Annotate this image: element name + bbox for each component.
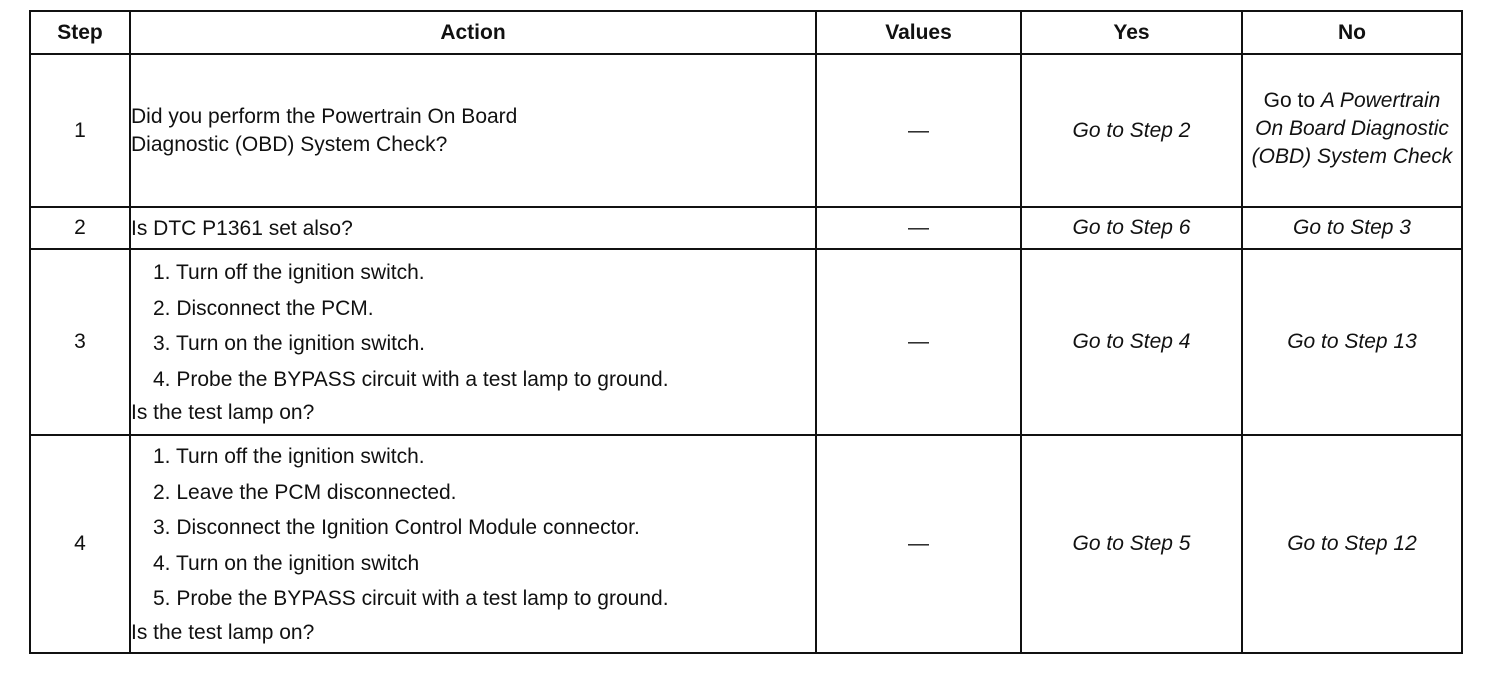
table-row: 3 1. Turn off the ignition switch. 2. Di… (29, 248, 1463, 436)
step-number: 1 (29, 53, 131, 208)
substep-list: 1. Turn off the ignition switch. 2. Leav… (131, 439, 815, 617)
substep-item: 1. Turn off the ignition switch. (153, 445, 425, 469)
yes-link[interactable]: Go to Step 5 (1020, 434, 1243, 654)
no-link[interactable]: Go to Step 13 (1241, 248, 1463, 436)
yes-link[interactable]: Go to Step 4 (1020, 248, 1243, 436)
no-link[interactable]: Go to Step 3 (1241, 206, 1463, 250)
header-no: No (1241, 10, 1463, 55)
values-cell: — (815, 434, 1022, 654)
step-number: 2 (29, 206, 131, 250)
substep-item: 5. Probe the BYPASS circuit with a test … (153, 587, 669, 611)
action-cell: 1. Turn off the ignition switch. 2. Disc… (129, 248, 817, 436)
step-number: 4 (29, 434, 131, 654)
yes-link[interactable]: Go to Step 6 (1020, 206, 1243, 250)
header-step: Step (29, 10, 131, 55)
action-cell: Is DTC P1361 set also? (129, 206, 817, 250)
question-text: Is the test lamp on? (131, 620, 315, 644)
header-action: Action (129, 10, 817, 55)
substep-item: 4. Probe the BYPASS circuit with a test … (153, 367, 669, 391)
no-link[interactable]: Go to Step 12 (1241, 434, 1463, 654)
substep-item: 3. Turn on the ignition switch. (153, 332, 425, 355)
substep-item: 1. Turn off the ignition switch. (153, 261, 425, 284)
yes-link[interactable]: Go to Step 2 (1020, 53, 1243, 208)
no-link-prefix: Go to (1263, 88, 1321, 112)
header-yes: Yes (1020, 10, 1243, 55)
action-text-line: Did you perform the Powertrain On Board (131, 104, 518, 128)
table-row: 4 1. Turn off the ignition switch. 2. Le… (29, 434, 1463, 654)
question-text: Is the test lamp on? (131, 401, 315, 424)
values-cell: — (815, 206, 1022, 250)
no-link-target: A Powertrain On Board Diagnostic (OBD) S… (1251, 88, 1453, 168)
table-row: 1 Did you perform the Powertrain On Boar… (29, 53, 1463, 208)
values-cell: — (815, 248, 1022, 436)
table-row: 2 Is DTC P1361 set also? — Go to Step 6 … (29, 206, 1463, 250)
header-values: Values (815, 10, 1022, 55)
substep-item: 2. Leave the PCM disconnected. (153, 480, 457, 504)
no-link[interactable]: Go to A Powertrain On Board Diagnostic (… (1241, 53, 1463, 208)
substep-item: 3. Disconnect the Ignition Control Modul… (153, 516, 640, 540)
table-header-row: Step Action Values Yes No (29, 10, 1463, 55)
action-text-line: Diagnostic (OBD) System Check? (131, 132, 448, 156)
values-cell: — (815, 53, 1022, 208)
substep-item: 4. Turn on the ignition switch (153, 551, 420, 575)
action-cell: 1. Turn off the ignition switch. 2. Leav… (129, 434, 817, 654)
action-cell: Did you perform the Powertrain On Board … (129, 53, 817, 208)
substep-list: 1. Turn off the ignition switch. 2. Disc… (131, 255, 815, 397)
diagnostic-table: Step Action Values Yes No 1 Did you perf… (29, 10, 1463, 654)
step-number: 3 (29, 248, 131, 436)
substep-item: 2. Disconnect the PCM. (153, 296, 374, 320)
